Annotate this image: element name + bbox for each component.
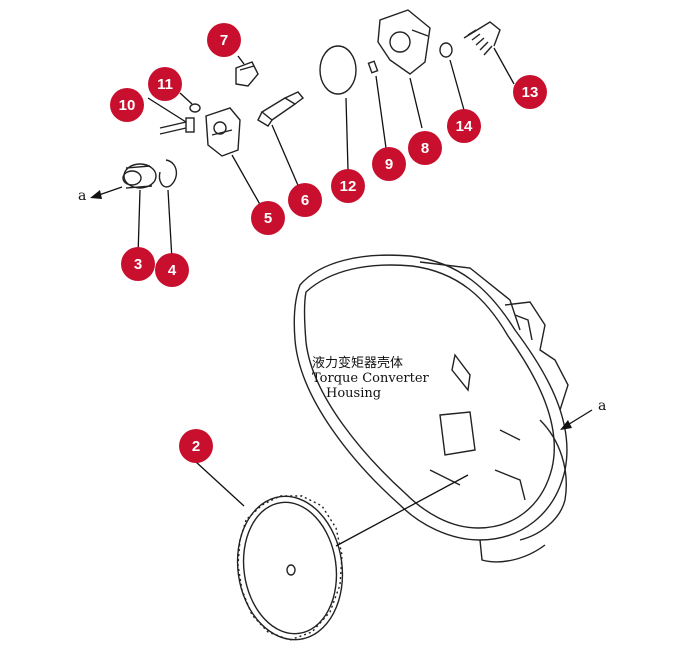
pin-part	[367, 60, 379, 74]
pump-cover-part	[377, 9, 431, 75]
callout-6[interactable]: 6	[288, 183, 322, 217]
spring-part	[463, 21, 501, 56]
housing-label: 液力变矩器壳体 Torque Converter Housing	[312, 356, 429, 401]
gear-wheel	[236, 495, 344, 641]
o-ring-part	[319, 45, 357, 95]
snap-ring-part	[158, 159, 177, 188]
torque-converter-housing	[293, 254, 569, 563]
drive-shaft-part	[257, 91, 305, 127]
callout-14[interactable]: 14	[447, 109, 481, 143]
direction-arrows	[90, 186, 593, 430]
small-gear-part	[235, 61, 259, 87]
callout-5[interactable]: 5	[251, 201, 285, 235]
callout-2[interactable]: 2	[179, 429, 213, 463]
callout-10[interactable]: 10	[110, 88, 144, 122]
callout-7[interactable]: 7	[207, 23, 241, 57]
pump-body-part	[205, 107, 241, 157]
seal-washer-part	[439, 42, 453, 58]
leader-lines	[137, 47, 515, 547]
washer-part	[189, 103, 201, 113]
callout-4[interactable]: 4	[155, 253, 189, 287]
callout-13[interactable]: 13	[513, 75, 547, 109]
housing-label-line2: Housing	[326, 386, 382, 401]
callout-3[interactable]: 3	[121, 247, 155, 281]
arrow-label-left: a	[78, 188, 87, 204]
bolt-part	[159, 117, 195, 135]
housing-label-chinese: 液力变矩器壳体	[312, 356, 404, 371]
callout-8[interactable]: 8	[408, 131, 442, 165]
callout-9[interactable]: 9	[372, 147, 406, 181]
callout-12[interactable]: 12	[331, 169, 365, 203]
bearing-part	[122, 163, 157, 189]
housing-label-line1: Torque Converter	[312, 371, 429, 386]
arrow-label-right: a	[598, 398, 607, 414]
callout-11[interactable]: 11	[148, 67, 182, 101]
